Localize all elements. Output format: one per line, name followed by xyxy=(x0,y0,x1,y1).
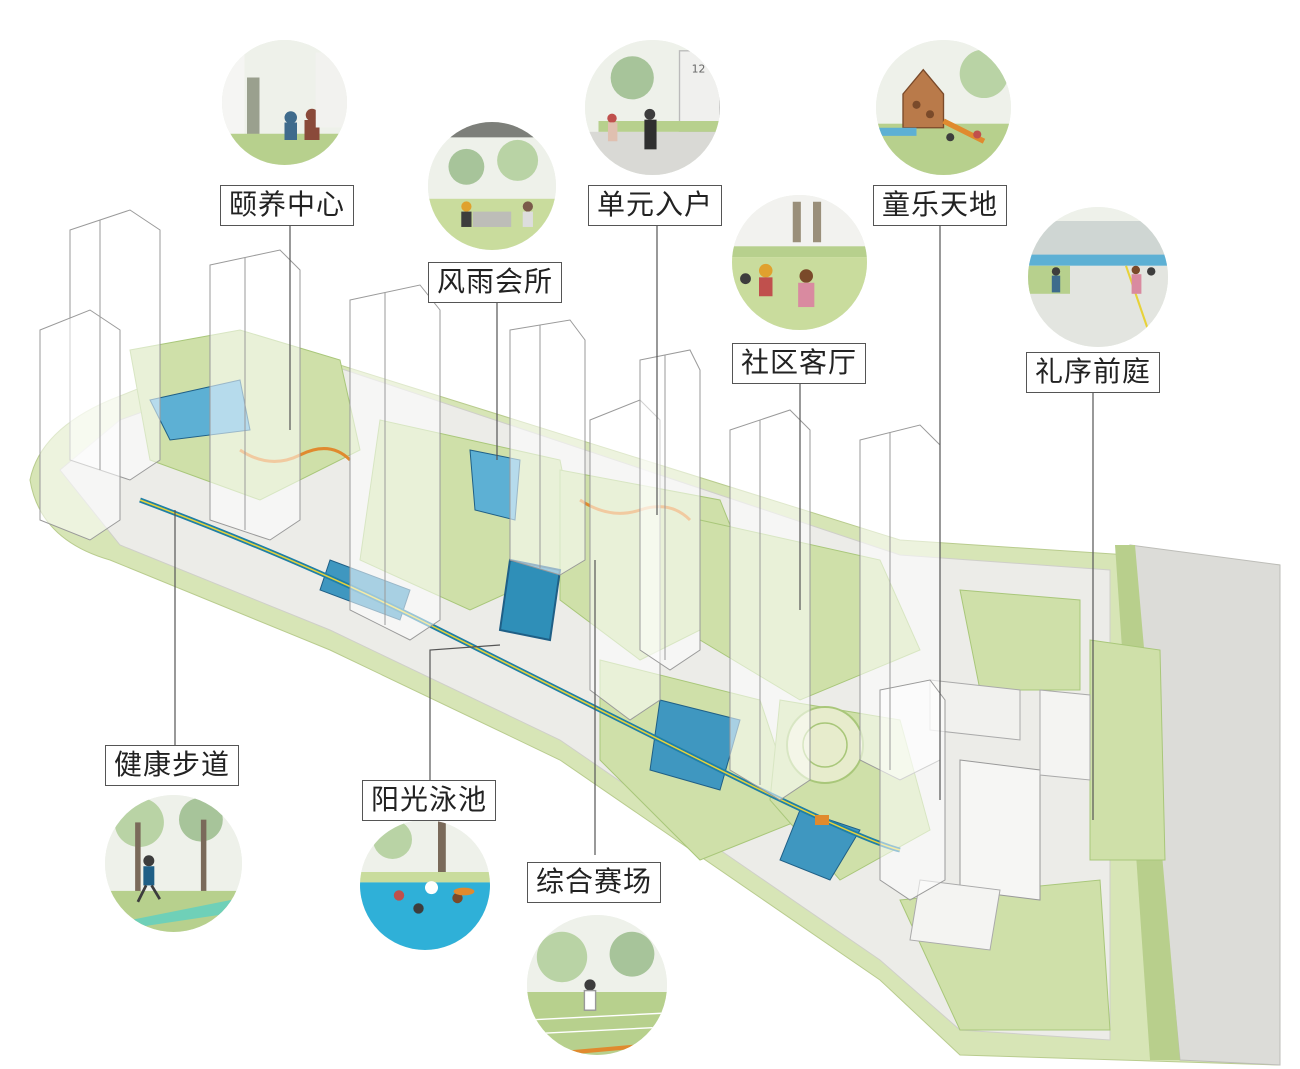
vignette-fitness-trail xyxy=(105,795,242,932)
clubhouse-block xyxy=(959,759,1041,901)
label-community-lounge: 社区客厅 xyxy=(732,343,867,384)
label-fitness-trail: 健康步道 xyxy=(105,745,240,786)
label-sports-field: 综合赛场 xyxy=(527,862,662,903)
vignette-pavilion xyxy=(428,122,556,250)
orange-feature xyxy=(815,815,829,825)
label-pavilion: 风雨会所 xyxy=(428,262,563,303)
label-elderly-center: 颐养中心 xyxy=(220,185,355,226)
vignette-community-lounge xyxy=(732,195,867,330)
vignette-entry-court xyxy=(1028,207,1168,347)
label-unit-entrance: 单元入户 xyxy=(588,185,723,226)
vignette-elderly-center xyxy=(222,40,347,165)
vignette-unit-entrance: 12 xyxy=(585,40,720,175)
label-entry-court: 礼序前庭 xyxy=(1026,352,1161,393)
building-number: 12 xyxy=(692,62,706,75)
towers xyxy=(39,209,946,901)
vignette-sports-field xyxy=(527,915,667,1055)
vignette-kids-playground xyxy=(876,40,1011,175)
lawn-patch xyxy=(959,589,1081,691)
label-sun-pool: 阳光泳池 xyxy=(362,780,497,821)
label-kids-playground: 童乐天地 xyxy=(873,185,1008,226)
leader-lines xyxy=(174,225,1094,855)
vignette-sun-pool xyxy=(360,820,490,950)
lawn-patch xyxy=(1089,639,1166,861)
